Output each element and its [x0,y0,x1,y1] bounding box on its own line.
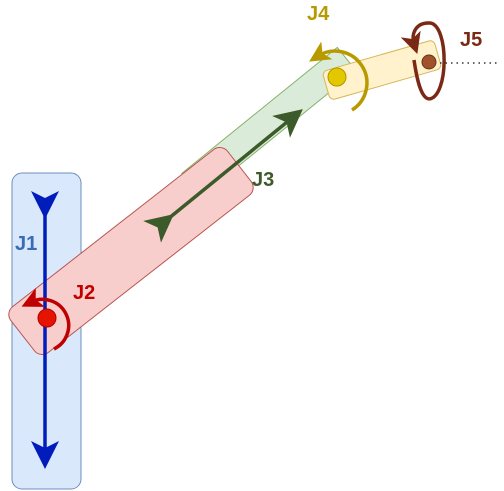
j1-label: J1 [15,233,37,255]
j5-label: J5 [460,29,482,51]
j4-label: J4 [307,3,330,25]
j5-rotation-arrow [400,21,446,101]
j4-joint-dot [327,67,347,87]
j5-rotation-arrow-back [412,59,430,101]
wrist-link [322,40,442,100]
j2-rotation-arrow [21,287,71,351]
j5-joint-dot [421,54,437,70]
j2-label: J2 [73,282,95,304]
j3-linear-arrow [143,109,303,243]
j4-rotation-arrow [309,41,369,112]
j2-joint-dot [37,308,57,328]
j3-label: J3 [252,169,274,191]
